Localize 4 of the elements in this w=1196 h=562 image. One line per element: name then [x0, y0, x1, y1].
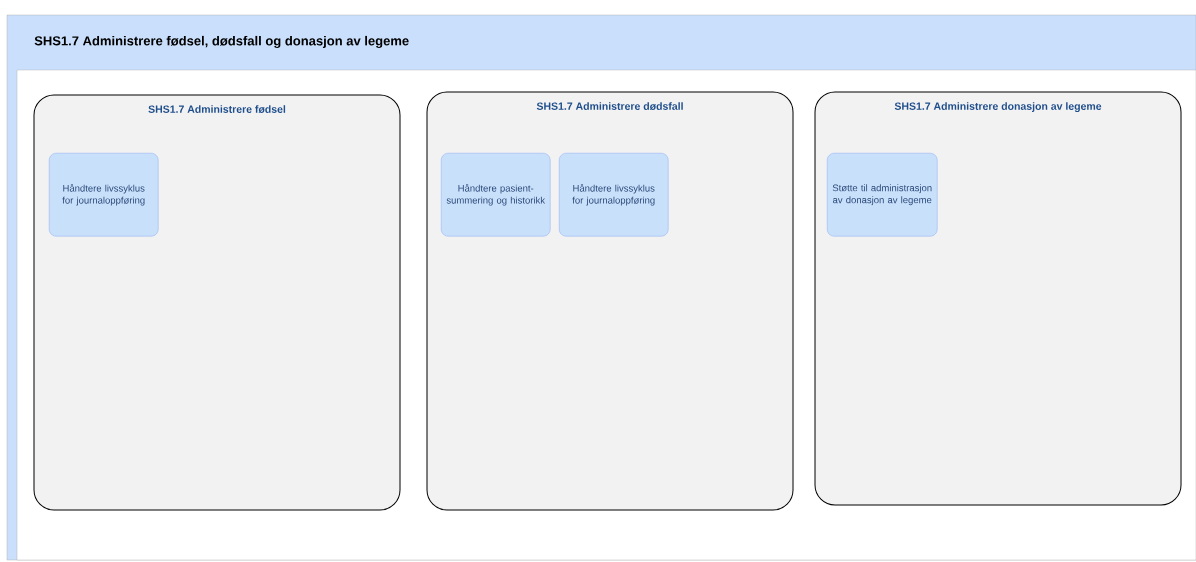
- function-box: Støtte til administrasjon av donasjon av legeme: [827, 153, 938, 237]
- function-box: Håndtere livssyklus for journaloppføring: [559, 153, 669, 237]
- function-box: Håndtere pasient-summering og historikk: [441, 153, 551, 237]
- function-box: Håndtere livssyklus for journaloppføring: [49, 153, 159, 237]
